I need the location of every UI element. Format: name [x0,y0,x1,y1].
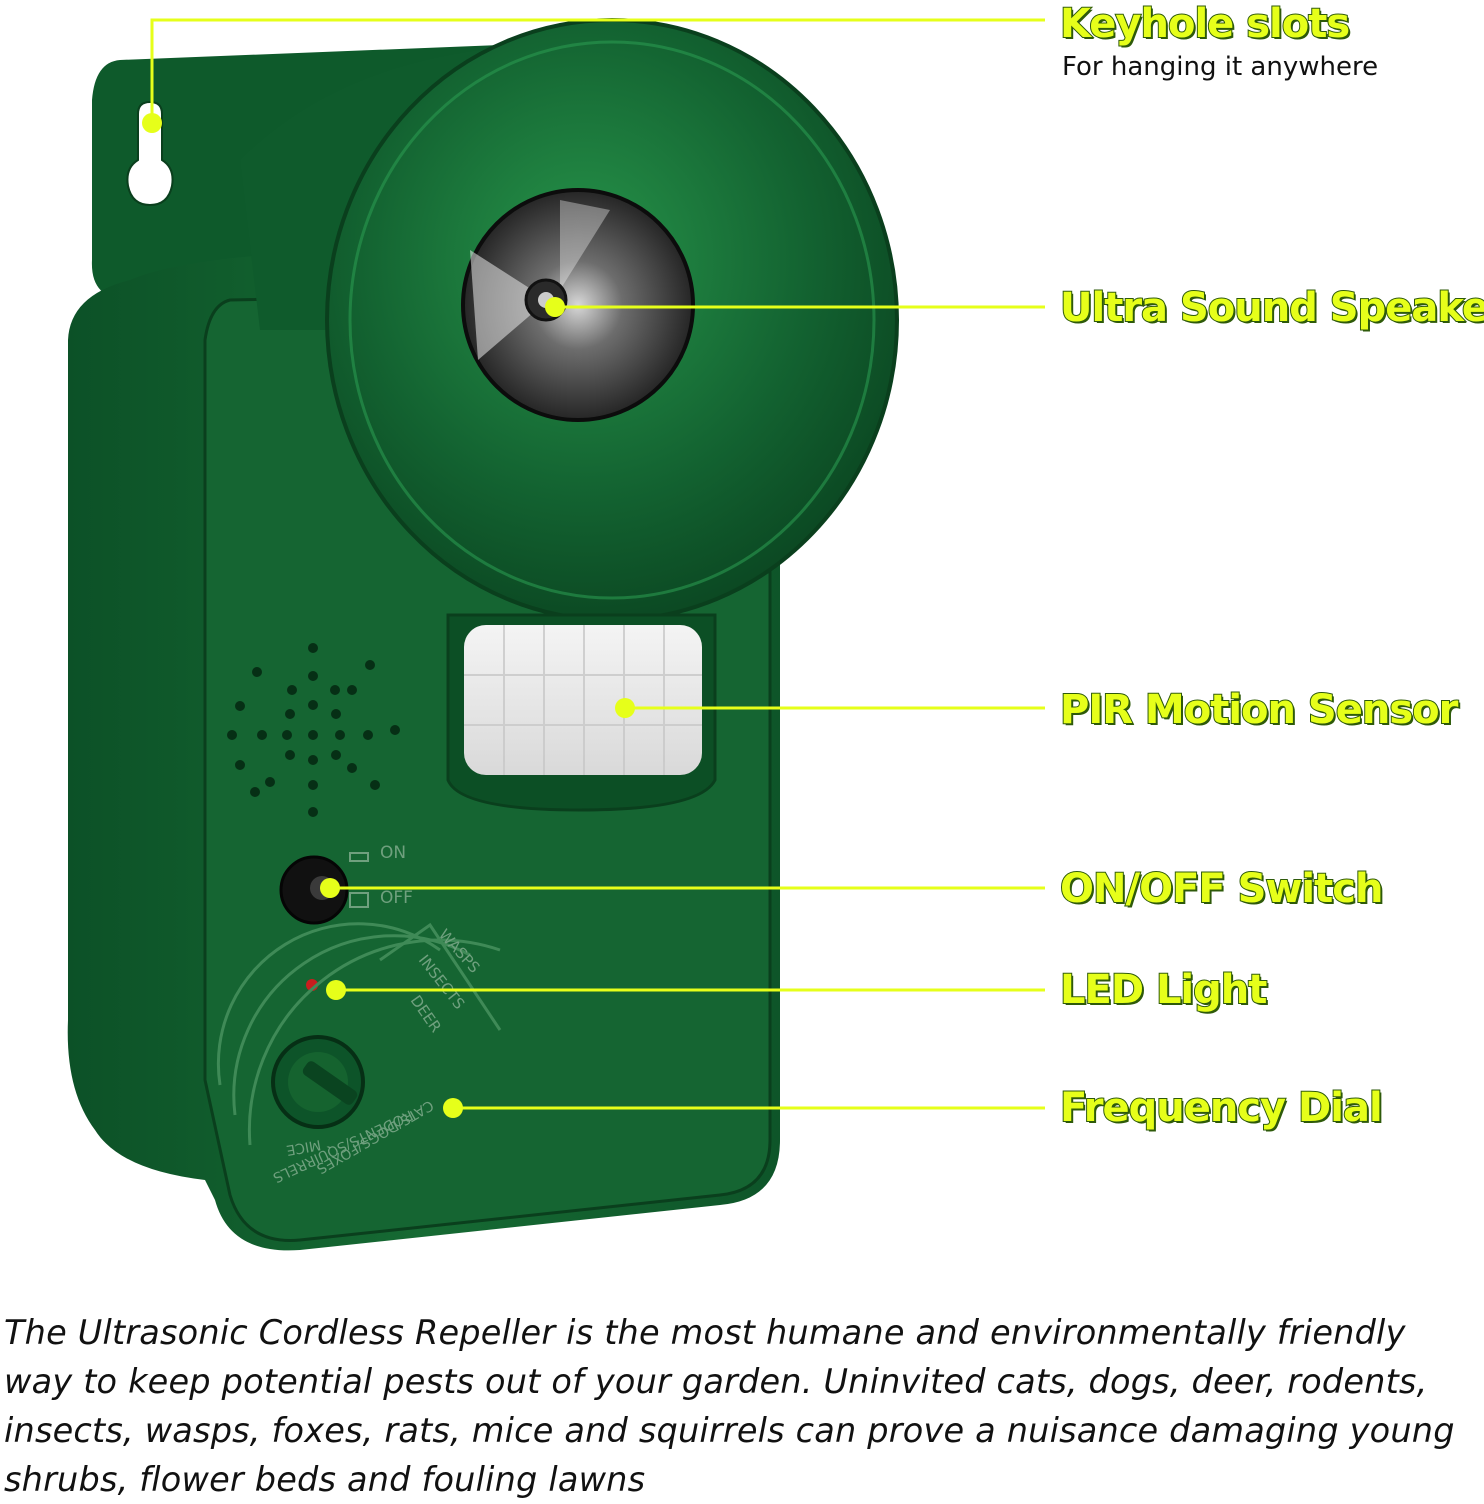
on-label: ON [380,843,406,863]
off-label: OFF [380,888,413,908]
product-description: The Ultrasonic Cordless Repeller is the … [4,1313,1455,1499]
callout-dial-title: Frequency Dial [1059,1085,1384,1131]
buzzer-grille [227,643,400,817]
callout-switch-title: ON/OFF Switch [1059,866,1384,912]
callout-dots [142,113,635,1118]
callout-pir-title: PIR Motion Sensor [1059,687,1459,733]
product-illustration: ON OFF WASPS INSECTS DEER CATS/DOGS/FOXE… [67,18,1045,1251]
frequency-scale [216,922,502,1146]
callout-keyhole-title: Keyhole slots [1059,1,1351,47]
callout-led-title: LED Light [1059,967,1268,1013]
dial-label-mice: MICE [285,1136,322,1158]
callout-speaker-title: Ultra Sound Speaker [1059,285,1484,331]
callout-keyhole-subtitle: For hanging it anywhere [1062,52,1379,82]
ultrasound-speaker [461,188,695,422]
keyhole-slot [126,100,174,207]
callout-lines [150,18,1045,1110]
